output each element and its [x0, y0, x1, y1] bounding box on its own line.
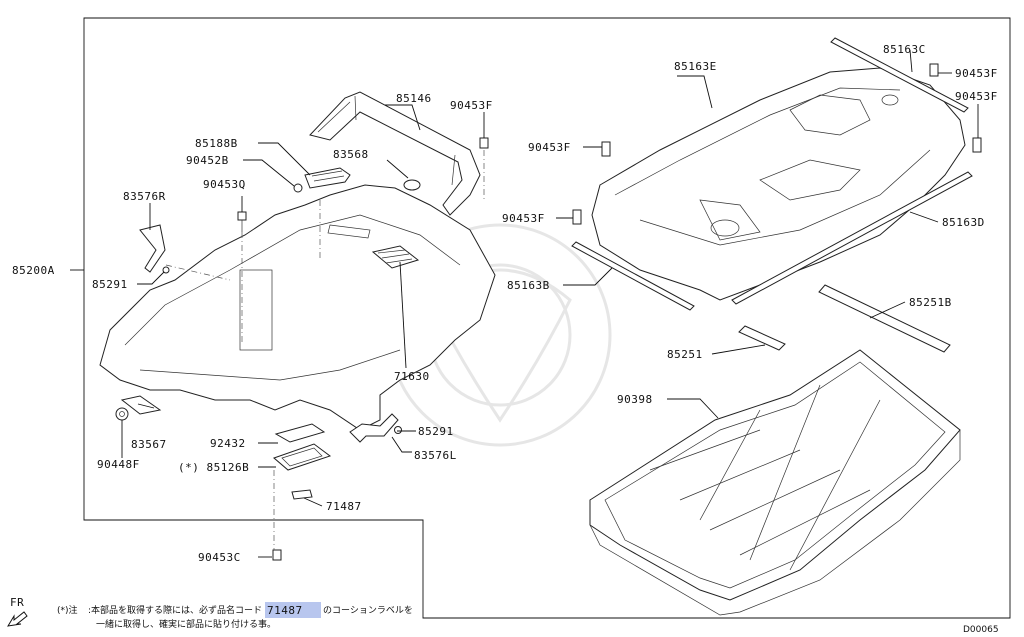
upper-cover-85200A	[99, 179, 496, 431]
label-85251: 85251	[667, 348, 703, 361]
gasket-92432	[274, 423, 326, 443]
footnote: (*)注 :本部品を取得する際には、必ず品名コード 71487 のコーションラベ…	[57, 602, 413, 630]
spacer-85251	[738, 325, 786, 351]
bolt-90453F-d	[601, 141, 611, 157]
cover-85126B	[273, 443, 332, 471]
label-83568: 83568	[333, 148, 369, 161]
bolt-90452B	[293, 183, 303, 193]
spacer-85251B	[818, 284, 951, 353]
label-90398: 90398	[617, 393, 653, 406]
rail-85163B	[571, 241, 695, 311]
bolt-90453C	[272, 549, 282, 561]
bolt-90453F-e	[572, 209, 582, 225]
label-90453F-e: 90453F	[502, 212, 545, 225]
label-90453F-d: 90453F	[528, 141, 571, 154]
front-arrow-icon	[7, 611, 28, 627]
label-85163B: 85163B	[507, 279, 550, 292]
bolt-90453F-upper	[479, 137, 489, 149]
label-90453F-b: 90453F	[955, 67, 998, 80]
code-highlight	[265, 602, 321, 618]
footnote-marker: (*)注	[57, 604, 78, 616]
bolt-90453F-c	[972, 137, 982, 153]
label-92432: 92432	[210, 437, 246, 450]
label-83576L: 83576L	[414, 449, 457, 462]
rail-85163C	[830, 37, 969, 113]
label-85126B: (*) 85126B	[178, 461, 249, 474]
label-90452B: 90452B	[186, 154, 229, 167]
group-frame-85200A	[83, 17, 1011, 619]
label-85188B: 85188B	[195, 137, 238, 150]
label-90453F-a: 90453F	[450, 99, 493, 112]
label-90453C: 90453C	[198, 551, 241, 564]
label-83567: 83567	[131, 438, 167, 451]
label-71630: 71630	[394, 370, 430, 383]
front-label: FR	[10, 596, 24, 609]
label-85163C: 85163C	[883, 43, 926, 56]
label-90453F-c: 90453F	[955, 90, 998, 103]
label-85146: 85146	[396, 92, 432, 105]
assembly-line-5	[165, 264, 231, 281]
rail-85163D	[731, 171, 973, 305]
label-71487: 71487	[326, 500, 362, 513]
label-85291-a: 85291	[92, 278, 128, 291]
label-85291-b: 85291	[418, 425, 454, 438]
bolt-90453Q	[237, 211, 247, 232]
label-90453Q: 90453Q	[203, 178, 246, 191]
tray-90398	[589, 349, 961, 616]
footnote-line1-suffix: のコーションラベルを	[323, 605, 413, 616]
diagram-id: D00065	[963, 625, 999, 635]
label-85163D: 85163D	[942, 216, 985, 229]
connector-85188B	[304, 167, 351, 189]
footnote-line2: 一緒に取得し、確実に部品に貼り付ける事。	[96, 618, 276, 630]
footnote-line1-prefix: :本部品を取得する際には、必ず品名コード	[88, 604, 262, 616]
label-85163E: 85163E	[674, 60, 717, 73]
label-85251B: 85251B	[909, 296, 952, 309]
front-direction-indicator: FR	[7, 596, 28, 627]
label-71487	[291, 489, 313, 500]
label-90448F: 90448F	[97, 458, 140, 471]
label-85200A: 85200A	[12, 264, 55, 277]
nut-90448F	[115, 407, 129, 421]
frame-85146	[309, 91, 481, 216]
bracket-83576L	[349, 413, 399, 443]
bracket-83576R	[139, 224, 170, 274]
bolt-90453F-b	[929, 63, 939, 77]
label-83576R: 83576R	[123, 190, 166, 203]
leader-lines	[70, 49, 979, 558]
bolt-85291-lower	[394, 426, 402, 434]
footnote-code: 71487	[267, 604, 303, 617]
case-85163E	[591, 67, 966, 301]
